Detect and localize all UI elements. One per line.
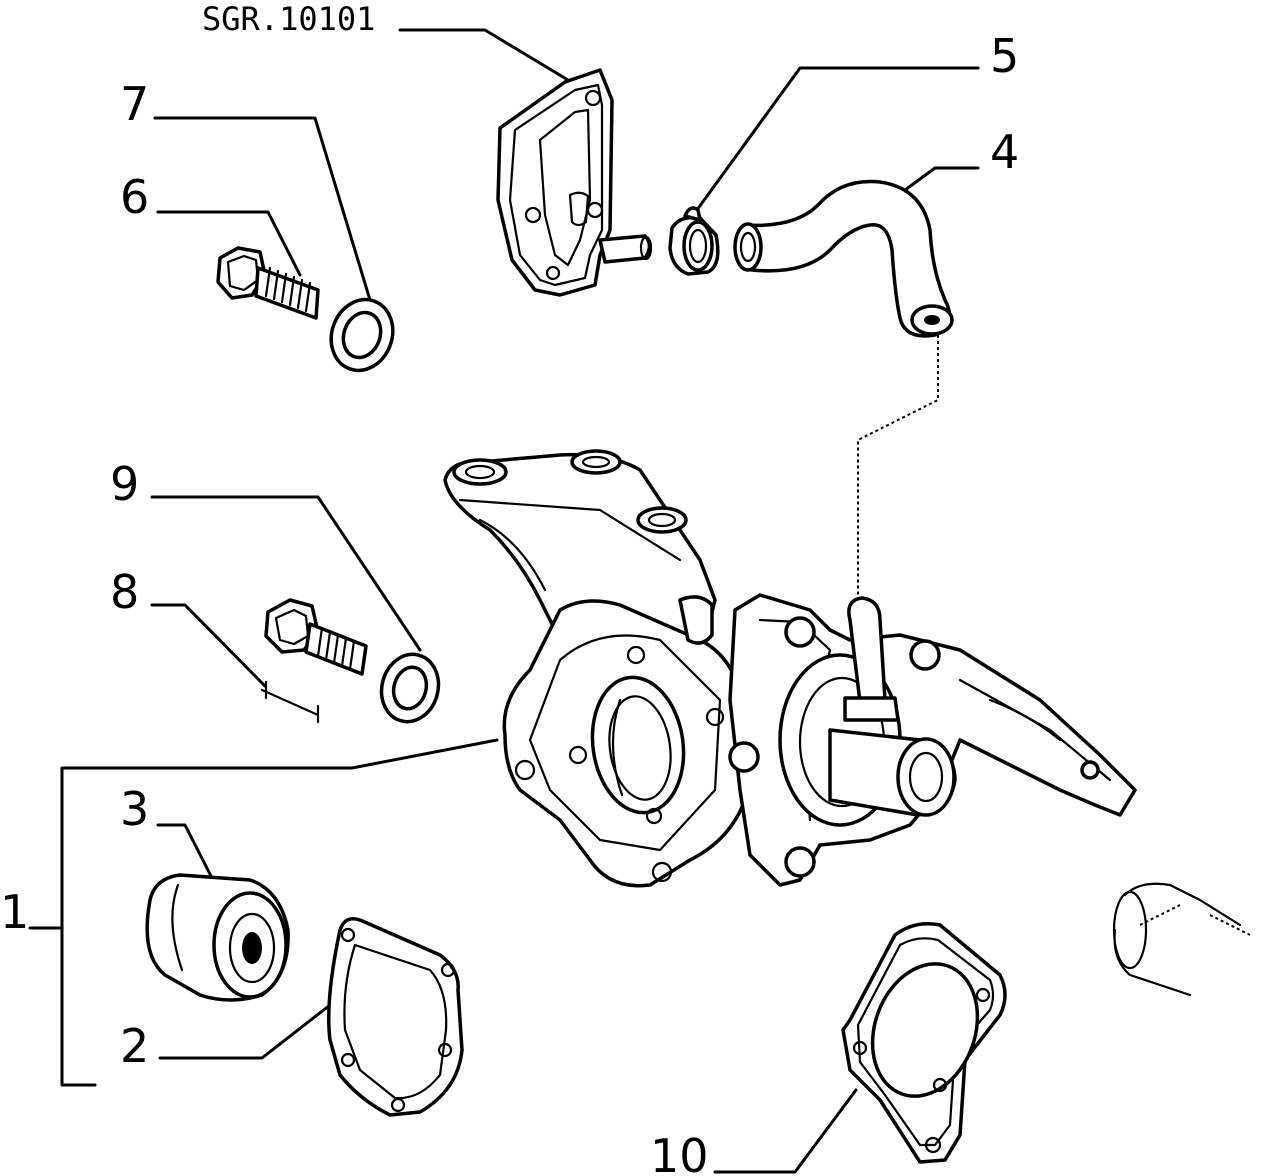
callout-2: 2 (120, 1019, 149, 1073)
leader-2 (158, 1003, 332, 1060)
leader-10 (713, 1088, 858, 1174)
bracket-1 (60, 738, 499, 1087)
callout-4: 4 (990, 125, 1019, 179)
callout-10: 10 (650, 1129, 709, 1176)
callout-3: 3 (120, 782, 149, 836)
callout-6: 6 (120, 170, 149, 224)
washer-lower (379, 652, 441, 724)
partial-sleeve (1112, 882, 1251, 997)
leader-9 (150, 495, 422, 652)
bolt-lower (264, 598, 368, 676)
coolant-hose (733, 179, 954, 338)
callout-1: 1 (0, 885, 29, 939)
leader-8 (150, 603, 267, 688)
outlet-gasket (841, 922, 1007, 1164)
hose-clamp (668, 206, 720, 276)
washer-upper (329, 297, 395, 373)
callout-7: 7 (120, 77, 149, 131)
leader-reference (398, 28, 570, 82)
leader-6 (156, 210, 302, 277)
bolt-upper (216, 246, 320, 320)
callout-5: 5 (990, 29, 1019, 83)
pump-housing (443, 449, 747, 888)
pump-outlet (728, 593, 1137, 887)
callout-9: 9 (110, 457, 139, 511)
leader-7 (153, 116, 372, 302)
callout-8: 8 (110, 565, 139, 619)
leader-4 (903, 166, 980, 192)
leader-3 (156, 823, 214, 880)
pump-gasket (327, 917, 464, 1117)
reference-code-label: SGR.10101 (202, 0, 375, 38)
pump-seal (145, 873, 290, 1002)
leader-5 (692, 66, 980, 216)
housing-cover (496, 68, 653, 297)
hose-connection-dashed (857, 335, 939, 600)
leader-lines (28, 28, 980, 1174)
